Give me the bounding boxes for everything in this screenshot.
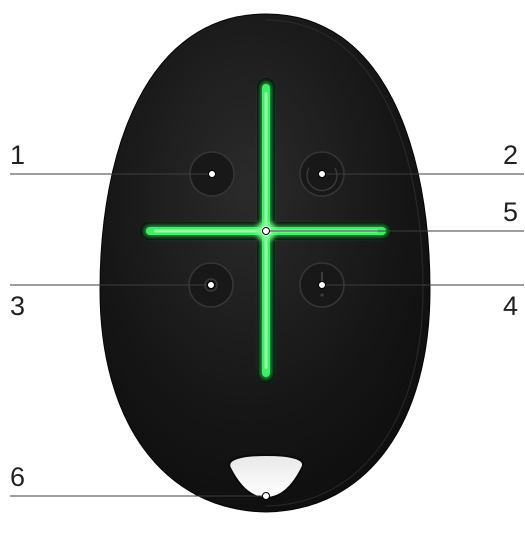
leader-dot-2: [319, 171, 326, 178]
leader-dot-6: [263, 493, 270, 500]
callout-label-5: 5: [503, 199, 518, 226]
callout-label-4: 4: [503, 293, 518, 320]
leader-dot-1: [209, 171, 216, 178]
callout-label-1: 1: [10, 142, 25, 169]
leader-dot-4: [319, 282, 326, 289]
leader-dot-3: [208, 282, 215, 289]
callout-label-3: 3: [10, 293, 25, 320]
leader-dot-5: [263, 228, 270, 235]
callout-label-6: 6: [10, 464, 25, 491]
callout-label-2: 2: [503, 142, 518, 169]
